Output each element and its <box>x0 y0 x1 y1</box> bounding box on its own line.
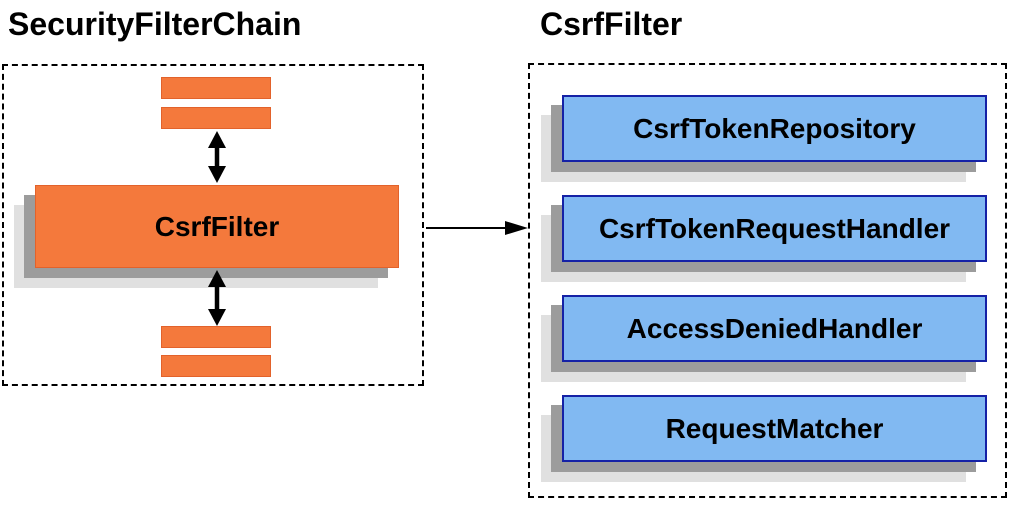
double-headed-arrow-icon <box>206 270 228 326</box>
filter-placeholder-bar <box>161 107 271 129</box>
security-filter-chain-title: SecurityFilterChain <box>8 6 302 42</box>
component-node-csrf-token-request-handler: CsrfTokenRequestHandler <box>562 195 987 262</box>
component-label: RequestMatcher <box>665 412 884 444</box>
double-headed-arrow-icon <box>206 131 228 183</box>
component-node-access-denied-handler: AccessDeniedHandler <box>562 295 987 362</box>
component-node-request-matcher: RequestMatcher <box>562 395 987 462</box>
component-node-csrf-token-repository: CsrfTokenRepository <box>562 95 987 162</box>
csrf-filter-title: CsrfFilter <box>540 6 683 42</box>
csrf-filter-node: CsrfFilter <box>35 185 399 268</box>
filter-placeholder-bar <box>161 326 271 348</box>
component-label: AccessDeniedHandler <box>626 312 923 344</box>
csrf-filter-node-label: CsrfFilter <box>154 210 280 242</box>
csrf-filter-panel: CsrfTokenRepository CsrfTokenRequestHand… <box>528 63 1007 498</box>
component-label: CsrfTokenRequestHandler <box>598 212 951 244</box>
filter-placeholder-bar <box>161 77 271 99</box>
flow-arrow-icon <box>426 219 528 237</box>
filter-placeholder-bar <box>161 355 271 377</box>
component-label: CsrfTokenRepository <box>633 112 916 144</box>
security-filter-chain-panel: CsrfFilter <box>2 64 424 386</box>
